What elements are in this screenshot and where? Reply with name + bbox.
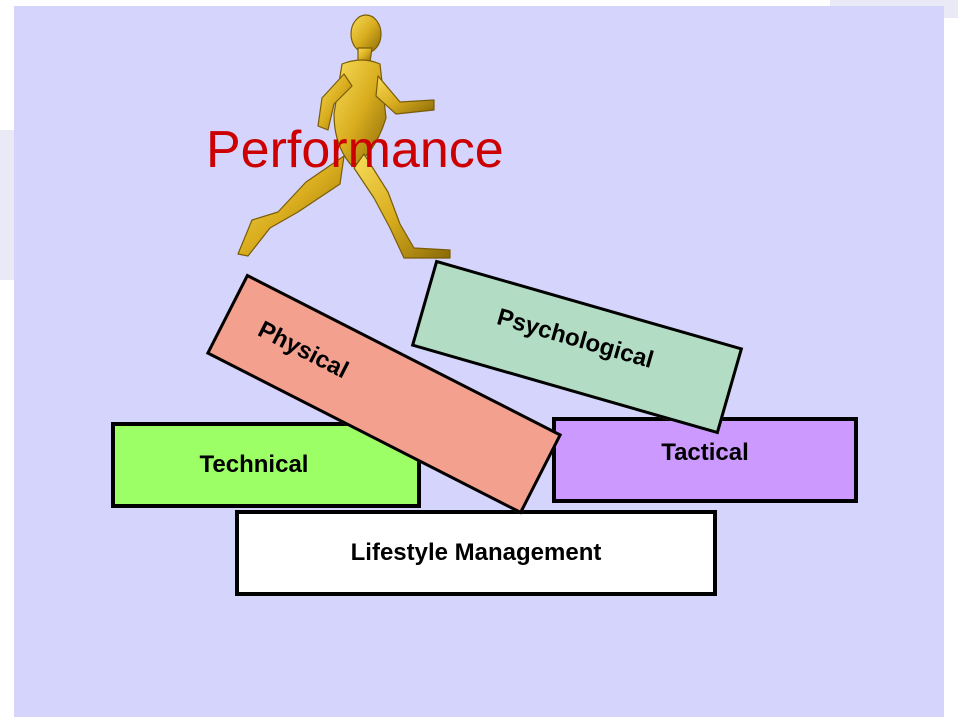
- tactical-label: Tactical: [661, 439, 749, 466]
- technical-label: Technical: [199, 451, 309, 478]
- diagram-panel: Performance Lifestyle Management Technic…: [14, 6, 944, 717]
- running-figure-icon: [237, 14, 451, 259]
- lifestyle-management-block: Lifestyle Management: [235, 510, 717, 596]
- slide-decoration-left: [0, 130, 14, 280]
- lifestyle-management-label: Lifestyle Management: [350, 539, 602, 566]
- psychological-label: Psychological: [493, 303, 657, 374]
- physical-label: Physical: [253, 315, 353, 385]
- technical-block: Technical: [111, 422, 421, 508]
- performance-title: Performance: [206, 121, 504, 179]
- tactical-block: Tactical: [552, 417, 858, 503]
